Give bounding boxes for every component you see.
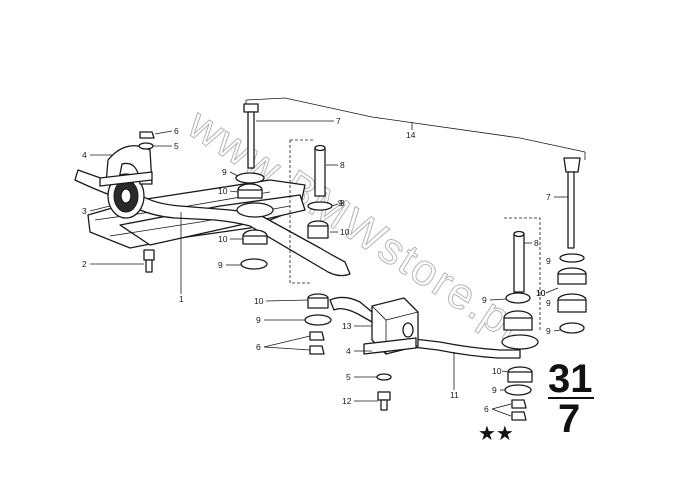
sleeve-right [504, 217, 541, 330]
label-10b: 10 [218, 234, 228, 244]
label-9: 9 [222, 167, 227, 177]
label-4-center: 4 [346, 346, 351, 356]
label-7: 7 [336, 116, 341, 126]
label-12: 12 [342, 396, 352, 406]
label-8-right: 8 [534, 238, 539, 248]
bushing-stack-center [304, 293, 332, 355]
label-9-right-c: 9 [492, 385, 497, 395]
label-10: 10 [218, 186, 228, 196]
group-number: 31 7 [548, 357, 594, 441]
label-7-right: 7 [546, 192, 551, 202]
bushing-stack-far-right [557, 253, 587, 334]
long-bolt-right [563, 157, 581, 249]
leader-lines [245, 97, 586, 160]
sleeve-left [289, 139, 326, 284]
label-9-right-b: 9 [546, 256, 551, 266]
label-6-right: 6 [484, 404, 489, 414]
bolt-left [143, 249, 155, 273]
stabilizer-bar-right [329, 296, 521, 359]
label-10-right-c: 10 [536, 288, 546, 298]
label-9-center-a: 9 [256, 315, 261, 325]
label-9-right-e: 9 [338, 198, 343, 208]
part-labels: 1 2 3 4 5 6 7 8 9 9 9 10 10 14 7 8 9 10 [82, 116, 568, 417]
label-10-center-b: 10 [340, 227, 350, 237]
label-10-right-a: 10 [536, 288, 546, 298]
label-1: 1 [179, 294, 184, 304]
label-3: 3 [82, 206, 87, 216]
label-9-far-right: 9 [546, 326, 551, 336]
label-9-right-d: 9 [546, 298, 551, 308]
label-10-center: 10 [254, 296, 264, 306]
label-9b: 9 [340, 198, 345, 208]
label-8: 8 [340, 160, 345, 170]
label-6: 6 [174, 126, 179, 136]
label-14: 14 [406, 130, 416, 140]
label-11: 11 [450, 390, 459, 400]
rubber-mount-right [363, 297, 419, 355]
label-5-center: 5 [346, 372, 351, 382]
nut-washer-left [138, 131, 155, 150]
bushing-stack-right [501, 292, 539, 421]
bushing-stack-left [235, 172, 333, 270]
label-4: 4 [82, 150, 87, 160]
group-number-top: 31 [548, 357, 593, 401]
label-10-right-b: 10 [492, 366, 502, 376]
label-9-right-a: 9 [482, 295, 487, 305]
label-5: 5 [174, 141, 179, 151]
rubber-mount-left [99, 145, 153, 219]
label-6-center: 6 [256, 342, 261, 352]
label-13: 13 [342, 321, 352, 331]
label-2: 2 [82, 259, 87, 269]
long-bolt-left [243, 103, 259, 169]
washer-bolt-right [376, 373, 392, 411]
group-number-bottom: 7 [558, 397, 580, 441]
label-9c: 9 [218, 260, 223, 270]
stars-mark: ★★ [478, 421, 514, 445]
